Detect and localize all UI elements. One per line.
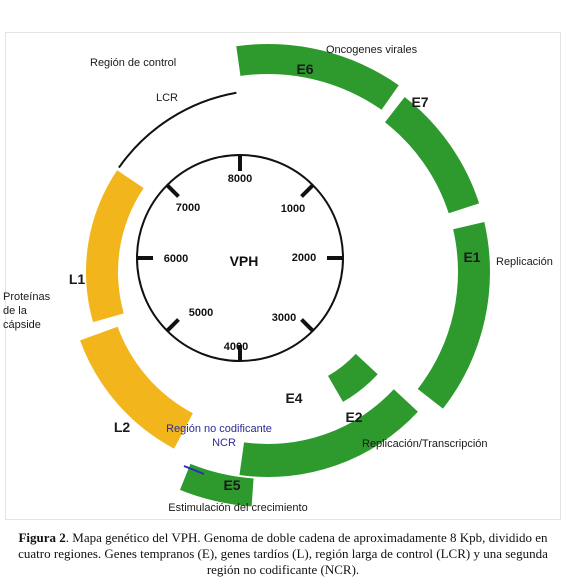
label-capsid-line2: de la — [3, 305, 28, 317]
tick-label-5000: 5000 — [189, 307, 213, 319]
segment-e4 — [328, 353, 378, 402]
label-replication: Replicación — [496, 256, 553, 268]
label-capsid-line3: cápside — [3, 319, 41, 331]
label-replication-transcription: Replicación/Transcripción — [362, 438, 488, 450]
tick-label-6000: 6000 — [164, 253, 188, 265]
label-control-region: Región de control — [90, 57, 176, 69]
segment-e7 — [384, 97, 480, 214]
caption-text: . Mapa genético del VPH. Genoma de doble… — [18, 530, 548, 577]
tick-label-1000: 1000 — [281, 203, 305, 215]
tick-label-7000: 7000 — [176, 202, 200, 214]
tick-mark — [300, 183, 315, 198]
segment-l2 — [80, 326, 193, 449]
segment-label-l2: L2 — [114, 419, 131, 435]
caption-figure-label: Figura 2 — [18, 530, 66, 545]
center-label: VPH — [230, 253, 259, 269]
label-ncr-line2: NCR — [212, 437, 236, 449]
segment-e6 — [236, 44, 399, 110]
segment-label-e7: E7 — [411, 94, 428, 110]
segment-e2 — [239, 389, 418, 477]
tick-marks — [137, 155, 343, 361]
label-growth-stimulation: Estimulación del crecimiento — [168, 502, 307, 514]
label-oncogenes: Oncogenes virales — [326, 44, 418, 56]
tick-label-3000: 3000 — [272, 312, 296, 324]
tick-mark — [300, 318, 315, 333]
segment-label-e5: E5 — [223, 477, 240, 493]
segment-e1 — [417, 222, 490, 409]
ncr-line — [183, 465, 205, 475]
tick-label-8000: 8000 — [228, 173, 252, 185]
segment-e5 — [179, 463, 254, 507]
segment-label-e4: E4 — [285, 390, 302, 406]
segment-l1 — [86, 170, 144, 323]
segment-label-l1: L1 — [69, 271, 86, 287]
tick-label-2000: 2000 — [292, 252, 316, 264]
tick-label-4000: 4000 — [224, 341, 248, 353]
figure-caption: Figura 2. Mapa genético del VPH. Genoma … — [18, 530, 548, 578]
tick-mark — [165, 318, 180, 333]
segment-label-e1: E1 — [463, 249, 480, 265]
segment-label-e2: E2 — [345, 409, 362, 425]
label-lcr: LCR — [156, 92, 178, 104]
label-capsid-line1: Proteínas — [3, 291, 51, 303]
tick-mark — [165, 183, 180, 198]
label-ncr-line1: Región no codificante — [166, 423, 272, 435]
lcr-arc — [118, 91, 237, 169]
segment-label-e6: E6 — [296, 61, 313, 77]
